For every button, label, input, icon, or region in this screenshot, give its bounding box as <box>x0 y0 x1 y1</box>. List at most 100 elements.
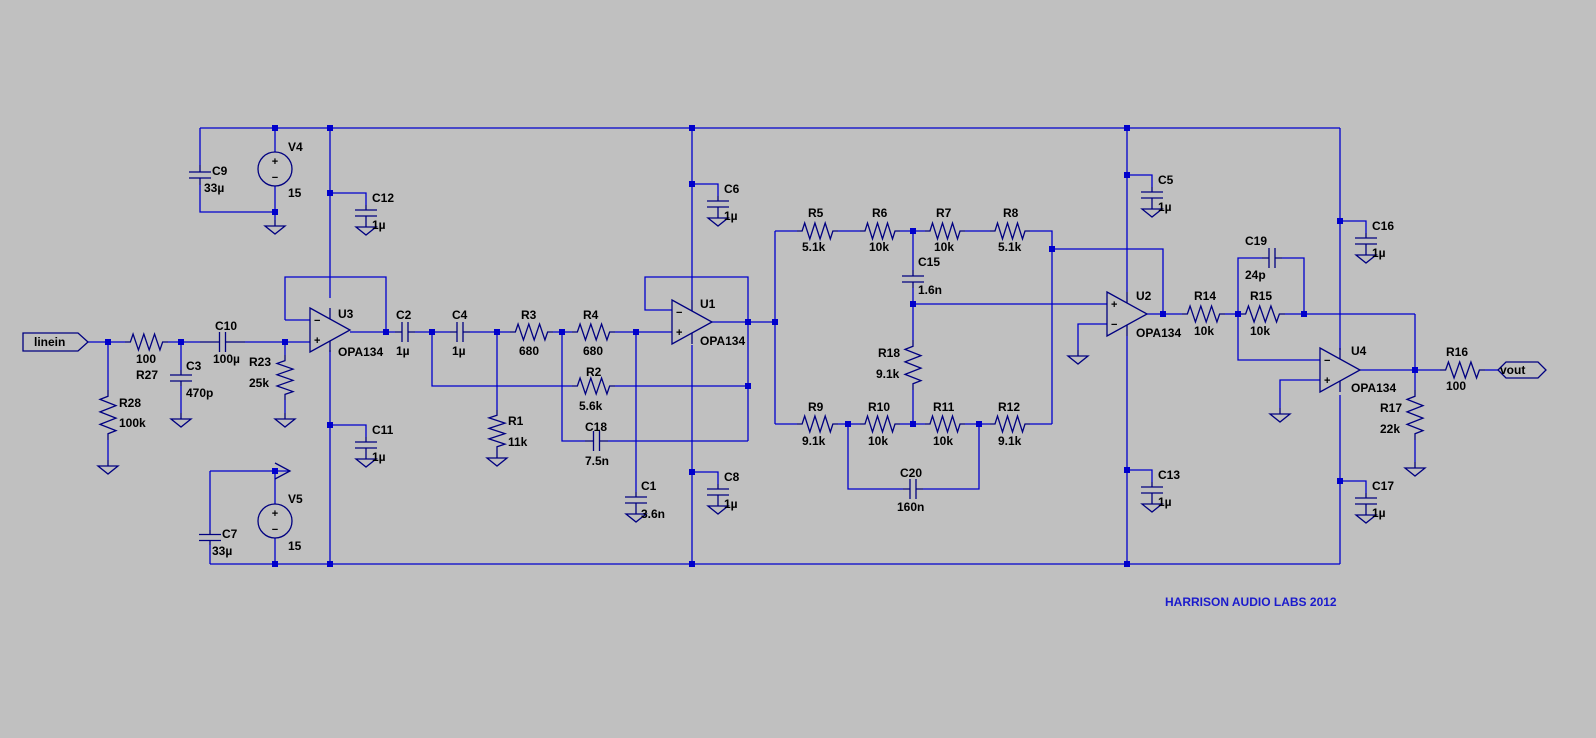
r16-name-label: R16 <box>1446 345 1468 359</box>
r10-value-label: 10k <box>868 434 888 448</box>
ground-symbol <box>485 452 509 467</box>
c4-value-label: 1µ <box>452 344 466 358</box>
capacitor-C4 <box>450 322 470 342</box>
capacitor-C15 <box>902 270 924 288</box>
c13-name-label: C13 <box>1158 468 1180 482</box>
c16-value-label: 1µ <box>1372 246 1386 260</box>
v5-name-label: V5 <box>288 492 303 506</box>
junction-dot <box>689 561 695 567</box>
junction-dot <box>272 468 278 474</box>
junction-dot <box>327 422 333 428</box>
junction-dot <box>1412 367 1418 373</box>
r8-name-label: R8 <box>1003 206 1019 220</box>
r28-name-label: R28 <box>119 396 141 410</box>
c5-value-label: 1µ <box>1158 200 1172 214</box>
resistor-R6 <box>860 220 900 242</box>
source-minus: − <box>272 172 278 184</box>
capacitor-C12 <box>355 205 377 221</box>
r2-value-label: 5.6k <box>579 399 603 413</box>
r15-name-label: R15 <box>1250 289 1272 303</box>
wire <box>692 183 719 196</box>
junction-dot <box>1124 172 1130 178</box>
c12-value-label: 1µ <box>372 218 386 232</box>
r6-value-label: 10k <box>869 240 889 254</box>
c9-value-label: 33µ <box>204 181 224 195</box>
source-minus: − <box>272 524 278 536</box>
junction-dot <box>1337 478 1343 484</box>
c12-name-label: C12 <box>372 191 394 205</box>
junction-dot <box>429 329 435 335</box>
junction-dot <box>282 339 288 345</box>
junction-dot <box>1124 467 1130 473</box>
r27-name-label: R27 <box>136 368 158 382</box>
junction-dot <box>745 383 751 389</box>
ground-symbol <box>354 453 378 468</box>
c19-value-label: 24p <box>1245 268 1266 282</box>
capacitor-C1 <box>625 492 647 508</box>
c7-name-label: C7 <box>222 527 238 541</box>
ground-symbol <box>273 413 297 428</box>
junction-dot <box>327 561 333 567</box>
junction-dot <box>327 190 333 196</box>
port-vout <box>1497 361 1547 379</box>
junction-dot <box>910 421 916 427</box>
capacitor-C13 <box>1141 482 1163 498</box>
u2-value-label: OPA134 <box>1136 326 1181 340</box>
r5-value-label: 5.1k <box>802 240 826 254</box>
junction-dot <box>272 125 278 131</box>
r12-value-label: 9.1k <box>998 434 1022 448</box>
capacitor-C10 <box>200 332 245 352</box>
r3-name-label: R3 <box>521 308 537 322</box>
junction-dot <box>383 329 389 335</box>
voltage-source-V5 <box>257 503 293 539</box>
source-plus: + <box>272 508 278 520</box>
u3-value-label: OPA134 <box>338 345 383 359</box>
opamp-pin-label: + <box>676 327 682 339</box>
junction-dot <box>1301 311 1307 317</box>
r9-name-label: R9 <box>808 400 824 414</box>
r1-name-label: R1 <box>508 414 524 428</box>
c7-value-label: 33µ <box>212 544 232 558</box>
c15-value-label: 1.6n <box>918 283 942 297</box>
resistor-R15 <box>1240 304 1285 324</box>
capacitor-C11 <box>355 437 377 453</box>
junction-dot <box>1337 218 1343 224</box>
capacitor-C2 <box>395 322 415 342</box>
c6-value-label: 1µ <box>724 209 738 223</box>
capacitor-C6 <box>707 196 729 212</box>
junction-dot <box>1235 311 1241 317</box>
junction-dot <box>1124 125 1130 131</box>
r2-name-label: R2 <box>586 365 602 379</box>
supply-flag <box>274 462 292 480</box>
ground-symbol <box>1066 350 1090 365</box>
wire <box>923 424 980 490</box>
wire <box>284 276 387 332</box>
wire <box>199 185 275 213</box>
u1-value-label: OPA134 <box>700 334 745 348</box>
junction-dot <box>976 421 982 427</box>
junction-dot <box>1160 311 1166 317</box>
r27-value-label: 100 <box>136 352 156 366</box>
junction-dot <box>845 421 851 427</box>
r18-value-label: 9.1k <box>876 367 900 381</box>
ground-symbol <box>1354 249 1378 264</box>
ground-symbol <box>706 212 730 227</box>
ground-symbol <box>1140 203 1164 218</box>
labels: C933µ+−V415C733µ+−V515C121µC111µC61µC81µ… <box>34 140 1525 558</box>
c4-name-label: C4 <box>452 308 468 322</box>
r10-name-label: R10 <box>868 400 890 414</box>
c11-value-label: 1µ <box>372 450 386 464</box>
c17-value-label: 1µ <box>1372 506 1386 520</box>
resistor-R16 <box>1440 360 1485 380</box>
voltage-source-V4 <box>257 151 293 187</box>
r23-name-label: R23 <box>249 355 271 369</box>
capacitor-C9 <box>189 165 211 185</box>
capacitor-C16 <box>1355 233 1377 249</box>
opamp-pin-label: + <box>314 335 320 347</box>
r5-name-label: R5 <box>808 206 824 220</box>
resistor-R18 <box>903 340 923 390</box>
u3-name-label: U3 <box>338 307 354 321</box>
ground-symbol <box>263 220 287 235</box>
c18-name-label: C18 <box>585 420 607 434</box>
capacitor-C19 <box>1262 248 1282 268</box>
